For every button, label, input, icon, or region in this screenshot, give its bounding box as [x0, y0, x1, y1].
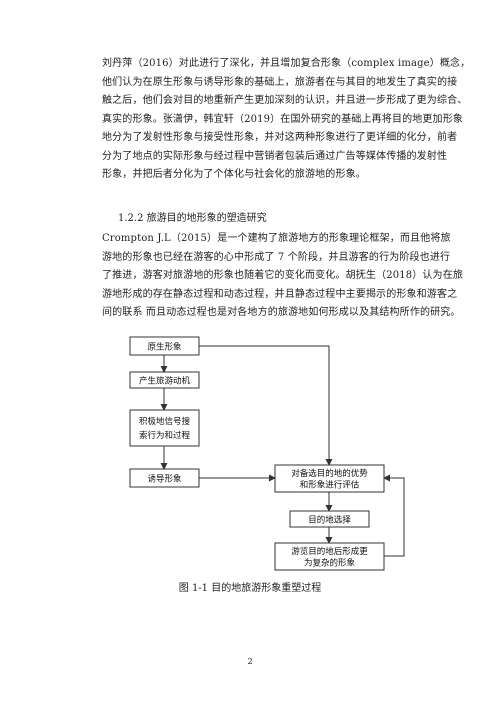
paragraph-2: Crompton J.L（2015）是一个建构了旅游地方的形象理论框架，而且他将…	[102, 230, 463, 323]
text-line: 游地形成的存在静态过程和动态过程，并且静态过程中主要揭示的形象和游客之	[102, 288, 458, 300]
text-line: Crompton J.L（2015）是一个建构了旅游地方的形象理论框架，而且他将…	[102, 233, 451, 244]
text-line: 地分为了发射性形象与接受性形象，并对这两种形象进行了更详细的化分，前者	[102, 132, 458, 143]
text-line: 分为了地点的实际形象与经过程中营销者包装后通过广告等媒体传播的发射性	[102, 150, 448, 162]
figure-caption: 图 1-1 目的地旅游形象重塑过程	[178, 583, 322, 594]
box-complex-image-text-1: 游览目的地后形成更	[291, 546, 368, 557]
text-line: 触之后，他们会对目的地重新产生更加深刻的认识，并且进一步形成了更为综合、	[102, 95, 468, 106]
box-info-search-text-2: 索行为和过程	[139, 430, 191, 441]
box-evaluate-text-2: 和形象进行评估	[300, 480, 360, 491]
box-info-search: 积极地信号搜 索行为和过程	[129, 409, 200, 447]
section-heading: 1.2.2 旅游目的地形象的塑造研究	[118, 213, 267, 224]
box-info-search-text-1: 积极地信号搜	[139, 416, 191, 427]
text-line: 游地的形象也已经在游客的心中形成了 7 个阶段，并且游客的行为阶段也进行	[102, 251, 451, 263]
arrow-complex-feedback	[383, 474, 405, 557]
box-choose-text: 目的地选择	[308, 515, 351, 526]
box-choose: 目的地选择	[289, 510, 370, 528]
box-original-image-text: 原生形象	[147, 342, 182, 353]
paragraph-1: 刘丹萍（2016）对此进行了深化，并且增加复合形象（complex image）…	[102, 55, 471, 185]
page-number: 2	[247, 657, 253, 666]
text-line: 了推进，游客对旅游地的形象也随着它的变化而变化。胡抚生（2018）认为在旅	[102, 270, 463, 281]
text-line: 间的联系 而且动态过程也是对各地方的旅游地如何形成以及其结构所作的研究。	[102, 307, 461, 318]
text-line: 他们认为在原生形象与诱导形象的基础上，旅游者在与其目的地发生了真实的接	[102, 76, 458, 88]
box-induced-image-text: 诱导形象	[147, 474, 182, 485]
box-travel-motive-text: 产生旅游动机	[139, 376, 191, 387]
arrow-original-to-evaluate	[199, 345, 333, 466]
text-line: 真实的形象。张潇伊，韩宜轩（2019）在国外研究的基础上再将目的地更加形象	[102, 113, 463, 125]
box-complex-image-text-2: 为复杂的形象	[304, 558, 356, 569]
box-evaluate-text-1: 对备选目的地的优势	[291, 468, 368, 479]
text-line: 刘丹萍（2016）对此进行了深化，并且增加复合形象（complex image）…	[102, 58, 471, 69]
text-line: 形象，并把后者分化为了个体化与社会化的旅游地的形象。	[102, 169, 366, 180]
box-original-image: 原生形象	[129, 336, 200, 356]
box-travel-motive: 产生旅游动机	[129, 371, 200, 389]
box-complex-image: 游览目的地后形成更 为复杂的形象	[274, 542, 385, 571]
box-induced-image: 诱导形象	[129, 468, 200, 488]
box-evaluate: 对备选目的地的优势 和形象进行评估	[274, 464, 385, 493]
